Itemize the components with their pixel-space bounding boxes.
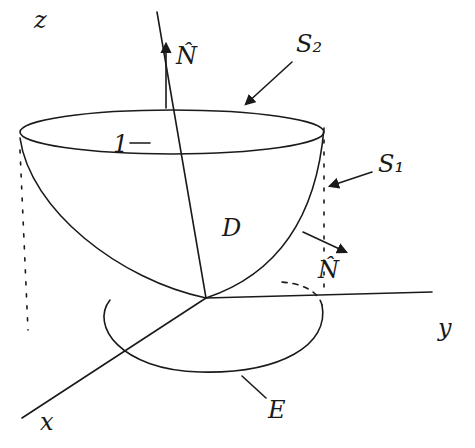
- x-axis: [22, 298, 206, 418]
- leader-line: [242, 376, 266, 398]
- region-e-outline: [280, 282, 322, 305]
- y-axis: [206, 292, 432, 298]
- projection-line: [20, 150, 28, 330]
- region-e-outline: [104, 300, 323, 372]
- axis-label: z: [34, 8, 47, 32]
- axis-label: y: [438, 316, 452, 340]
- axis-label: N̂: [176, 44, 197, 68]
- axis-label: E: [268, 398, 286, 422]
- axis-label: D: [222, 216, 241, 240]
- normal-arrow: [303, 232, 346, 252]
- rim-ellipse: [20, 110, 324, 154]
- axis-label: 1: [113, 132, 128, 156]
- normal-arrow: [165, 44, 167, 108]
- axis-label: N̂: [318, 258, 339, 282]
- leader-line: [330, 172, 372, 186]
- axis-label: x: [40, 410, 54, 434]
- axis-label: S₁: [378, 152, 404, 176]
- paraboloid-side: [206, 128, 324, 298]
- z-axis: [157, 12, 206, 298]
- axis-label: S₂: [296, 32, 322, 56]
- paraboloid-side: [20, 138, 206, 298]
- leader-line: [246, 62, 292, 104]
- axis-tick: [130, 142, 150, 144]
